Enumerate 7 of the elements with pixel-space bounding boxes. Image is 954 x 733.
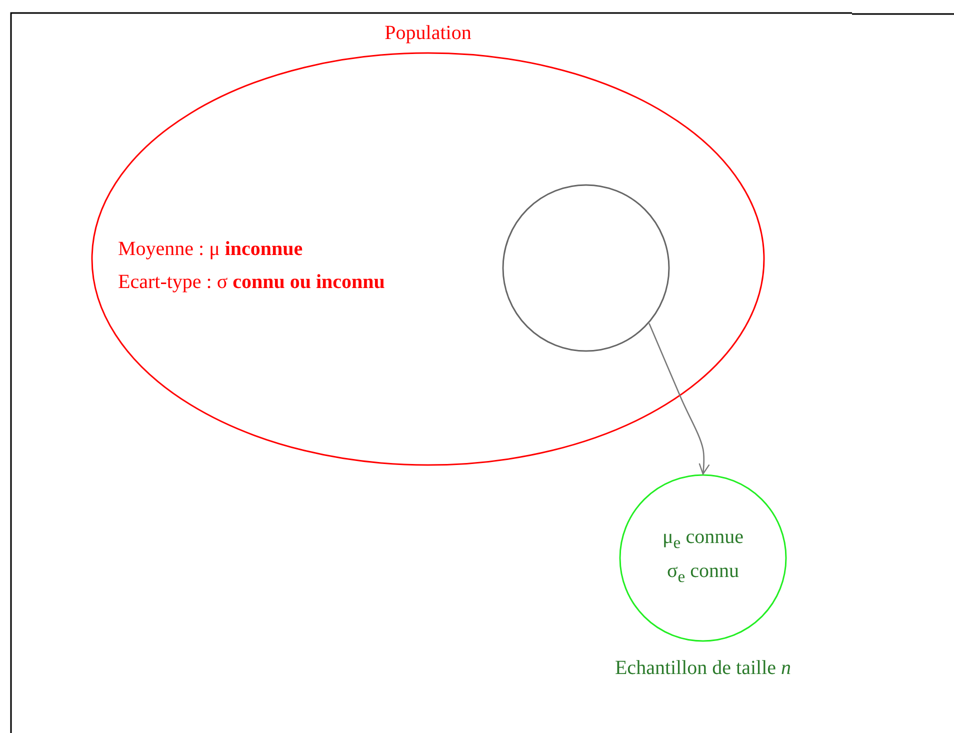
arrow — [648, 323, 710, 475]
parameter-text: Ecart-type : σ connu ou inconnu — [118, 271, 385, 294]
parameter-text: σ$_{e}$ connu — [666, 560, 740, 587]
parameter-text: Moyenne : μ inconnue — [118, 238, 303, 261]
parameter-text: μ$_{e}$ connue — [662, 526, 744, 553]
heading-text: Population — [384, 22, 472, 45]
caption-text: Echantillon de taille n — [614, 657, 792, 680]
